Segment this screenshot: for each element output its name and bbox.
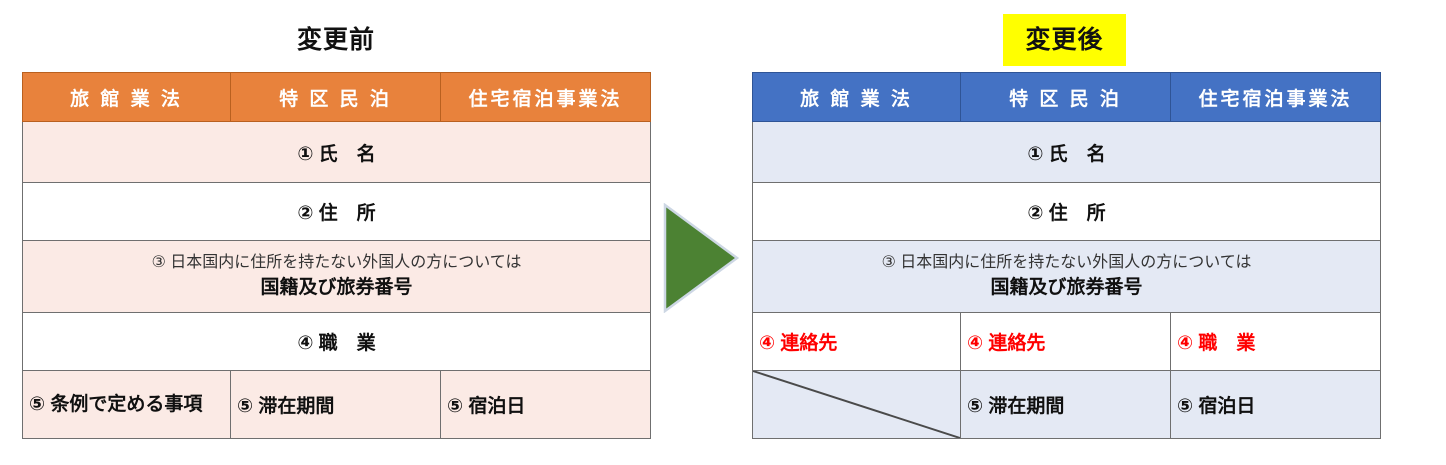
table-row-contact: ④ 連絡先 ④ 連絡先 ④ 職 業 [752,312,1381,371]
panel-title-before: 変更前 [296,26,375,54]
column-header-tokku: 特 区 民 泊 [960,72,1171,122]
table-row-name: ① 氏 名 [752,121,1381,183]
cell-occupation: ④ 職 業 [22,312,651,371]
diagonal-strike-icon [753,371,960,438]
cell-stay-period: ⑤ 滞在期間 [960,370,1171,439]
table-after: 旅 館 業 法 特 区 民 泊 住宅宿泊事業法 ① 氏 名 ② 住 所 ③ 日本… [752,72,1381,439]
cell-stay-date: ⑤ 宿泊日 [1170,370,1381,439]
column-header-jutaku: 住宅宿泊事業法 [1170,72,1381,122]
table-row-address: ② 住 所 [752,182,1381,241]
panel-title-after-wrap: 変更後 [752,14,1377,66]
column-header-jutaku: 住宅宿泊事業法 [440,72,651,122]
cell-nationality-value: 国籍及び旅券番号 [990,277,1143,299]
cell-nationality-note: ③ 日本国内に住所を持たない外国人の方については [881,254,1252,272]
table-row-item5: ⑤ 滞在期間 ⑤ 宿泊日 [752,370,1381,439]
table-row-address: ② 住 所 [22,182,651,241]
cell-contact-tokku: ④ 連絡先 [960,312,1171,371]
table-before: 旅 館 業 法 特 区 民 泊 住宅宿泊事業法 ① 氏 名 ② 住 所 ③ 日本… [22,72,651,439]
panel-title-before-wrap: 変更前 [22,14,650,62]
cell-ordinance-items: ⑤ 条例で定める事項 [22,370,231,439]
table-row-nationality: ③ 日本国内に住所を持たない外国人の方については 国籍及び旅券番号 [752,240,1381,313]
cell-nationality-value: 国籍及び旅券番号 [260,277,413,299]
table-row-name: ① 氏 名 [22,121,651,183]
table-header-row: 旅 館 業 法 特 区 民 泊 住宅宿泊事業法 [22,72,651,122]
cell-stay-date: ⑤ 宿泊日 [440,370,651,439]
cell-address: ② 住 所 [22,182,651,241]
cell-contact-ryokan: ④ 連絡先 [752,312,961,371]
cell-nationality: ③ 日本国内に住所を持たない外国人の方については 国籍及び旅券番号 [752,240,1381,313]
cell-name: ① 氏 名 [22,121,651,183]
cell-occupation-jutaku: ④ 職 業 [1170,312,1381,371]
cell-name: ① 氏 名 [752,121,1381,183]
cell-nationality: ③ 日本国内に住所を持たない外国人の方については 国籍及び旅券番号 [22,240,651,313]
table-row-item5: ⑤ 条例で定める事項 ⑤ 滞在期間 ⑤ 宿泊日 [22,370,651,439]
column-header-tokku: 特 区 民 泊 [230,72,441,122]
table-row-nationality: ③ 日本国内に住所を持たない外国人の方については 国籍及び旅券番号 [22,240,651,313]
cell-stay-period: ⑤ 滞在期間 [230,370,441,439]
table-row-occupation: ④ 職 業 [22,312,651,371]
cell-not-applicable [752,370,961,439]
cell-nationality-note: ③ 日本国内に住所を持たない外国人の方については [151,254,522,272]
column-header-ryokan: 旅 館 業 法 [752,72,961,122]
green-right-arrow-icon [663,202,740,314]
cell-address: ② 住 所 [752,182,1381,241]
panel-title-after: 変更後 [1003,14,1126,66]
column-header-ryokan: 旅 館 業 法 [22,72,231,122]
table-header-row: 旅 館 業 法 特 区 民 泊 住宅宿泊事業法 [752,72,1381,122]
